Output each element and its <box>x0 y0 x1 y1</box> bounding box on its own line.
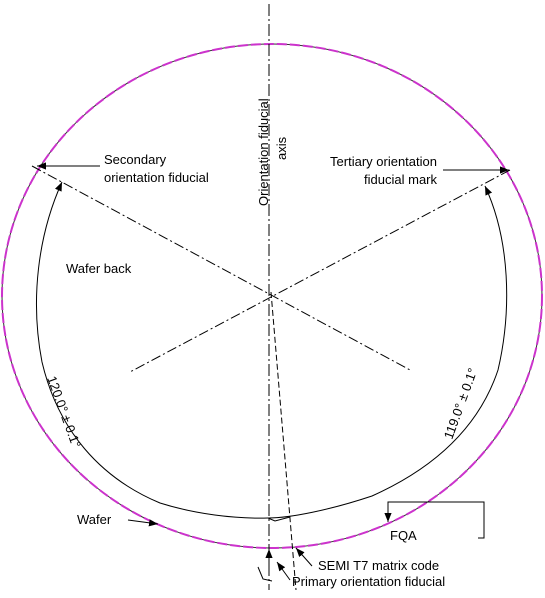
secondary-label-line2: orientation fiducial <box>104 170 209 185</box>
axis-label-line2: axis <box>274 136 289 160</box>
semi-code-label: SEMI T7 matrix code <box>318 558 439 573</box>
semi-code-leader <box>295 547 313 567</box>
tertiary-label-line1: Tertiary orientation <box>330 154 437 169</box>
wafer-back-label: Wafer back <box>66 261 132 276</box>
primary-leader <box>276 561 291 581</box>
primary-fiducial-label: Primary orientation fiducial <box>292 574 445 589</box>
fqa-label: FQA <box>390 528 417 543</box>
secondary-label-line1: Secondary <box>104 152 167 167</box>
diagonal-axis-tertiary <box>129 169 511 373</box>
matrix-code-dashed-line <box>270 291 297 591</box>
axis-label-line1: Orientation fiducial <box>256 98 271 206</box>
tertiary-label-line2: fiducial mark <box>364 172 437 187</box>
arc-notch <box>267 516 291 522</box>
wafer-label: Wafer <box>77 512 112 527</box>
angle-label-right: 119.0° ± 0.1° <box>441 366 481 441</box>
wafer-leader <box>127 519 159 527</box>
angle-arc <box>36 181 508 519</box>
wafer-outline-magenta <box>1 43 543 549</box>
primary-fiducial-mark <box>257 566 273 582</box>
